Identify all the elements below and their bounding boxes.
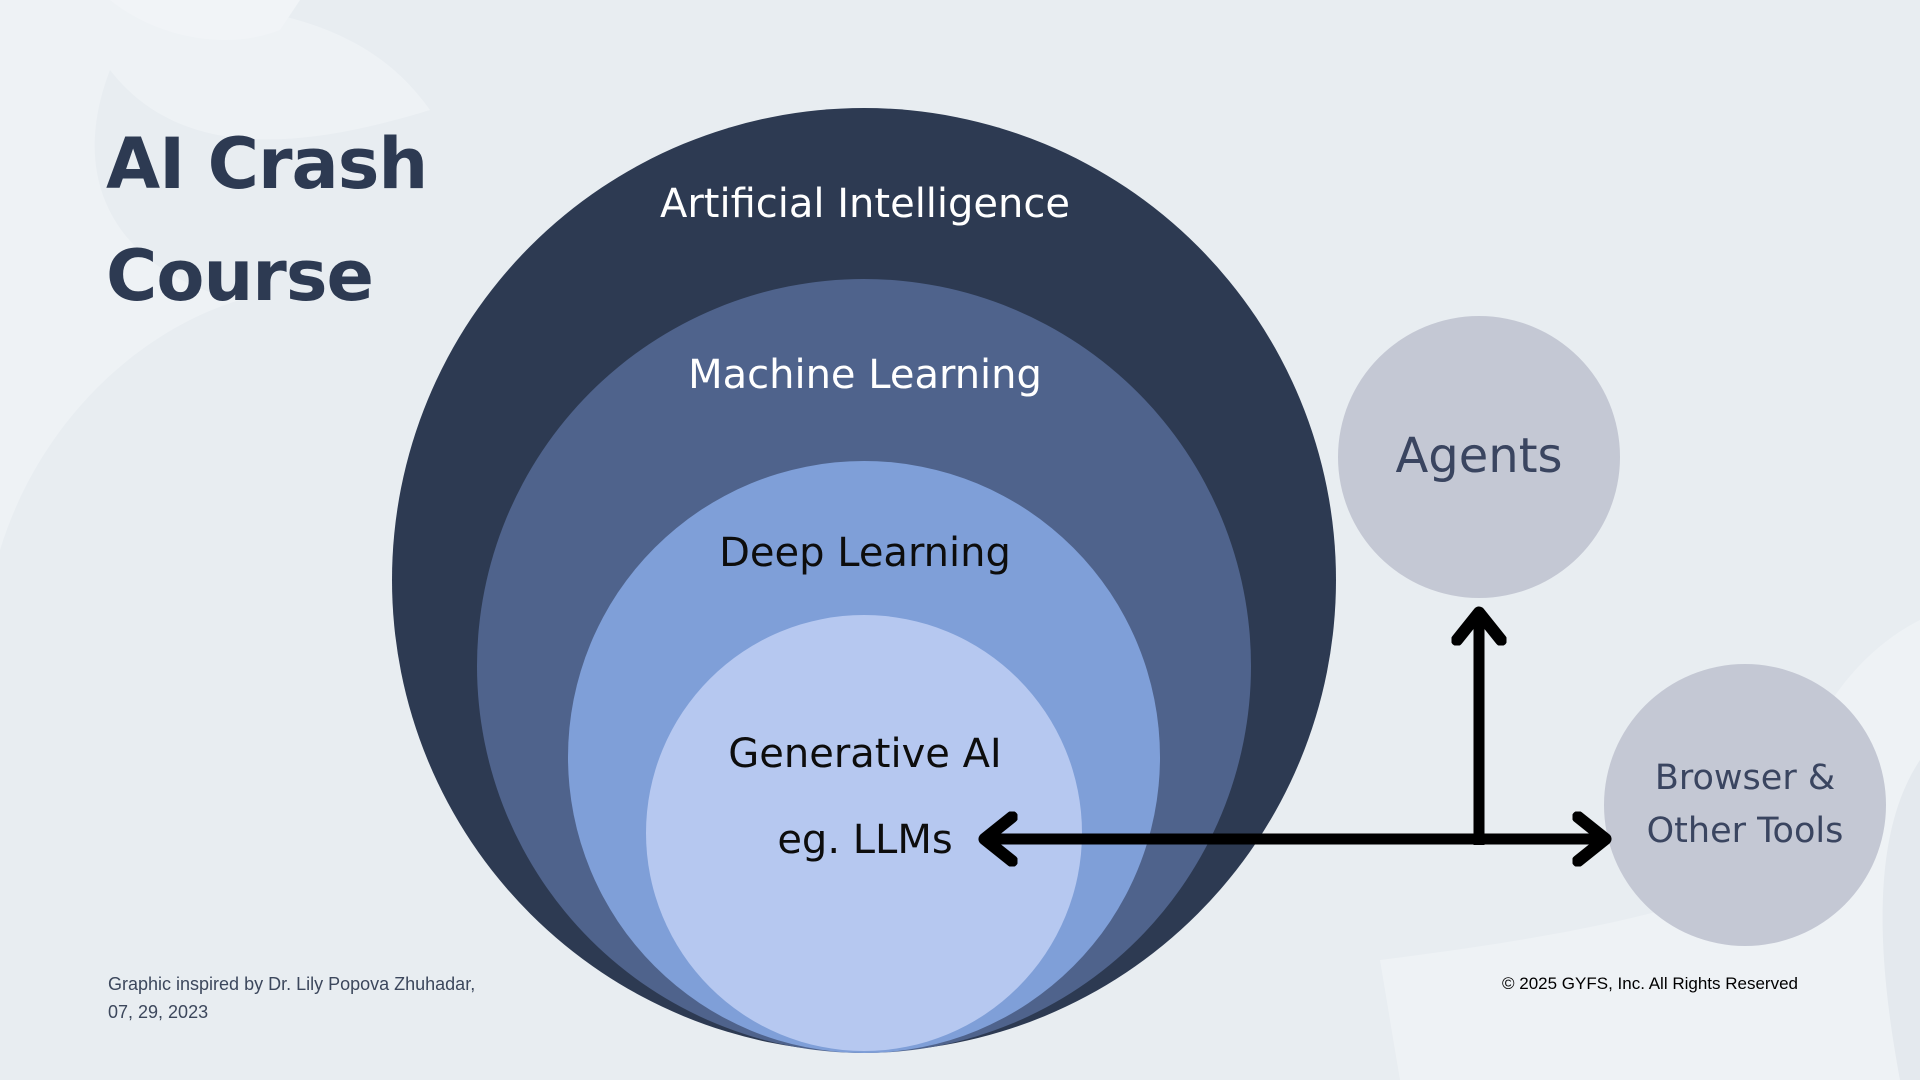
credit-date: 07, 29, 2023: [108, 1002, 209, 1022]
copyright-notice: © 2025 GYFS, Inc. All Rights Reserved: [1502, 974, 1798, 993]
background-swirl-right: [1380, 620, 1920, 1080]
title-line-1: AI Crash: [106, 123, 428, 205]
credit-line-1: Graphic inspired by Dr. Lily Popova Zhuh…: [108, 974, 476, 994]
label-llms-example: eg. LLMs: [777, 817, 953, 863]
label-machine-learning: Machine Learning: [688, 352, 1042, 398]
page-title: AI Crash Course: [106, 108, 428, 332]
label-tools: Browser & Other Tools: [1605, 752, 1885, 858]
ring-generative-ai: [646, 615, 1082, 1051]
title-line-2: Course: [106, 235, 374, 317]
label-agents: Agents: [1395, 428, 1563, 484]
background-swirl-top: [110, 0, 300, 40]
tools-node: [1604, 664, 1886, 946]
label-deep-learning: Deep Learning: [719, 530, 1011, 576]
agents-node: [1338, 316, 1620, 598]
label-generative-ai: Generative AI: [728, 731, 1002, 777]
label-artificial-intelligence: Artificial Intelligence: [660, 181, 1070, 227]
label-tools-line-2: Other Tools: [1646, 811, 1844, 851]
graphic-credit: Graphic inspired by Dr. Lily Popova Zhuh…: [108, 970, 475, 1026]
background-swirl-right-bottom: [1882, 760, 1920, 1080]
label-tools-line-1: Browser &: [1654, 758, 1836, 798]
background-swirl-left: [0, 0, 430, 550]
